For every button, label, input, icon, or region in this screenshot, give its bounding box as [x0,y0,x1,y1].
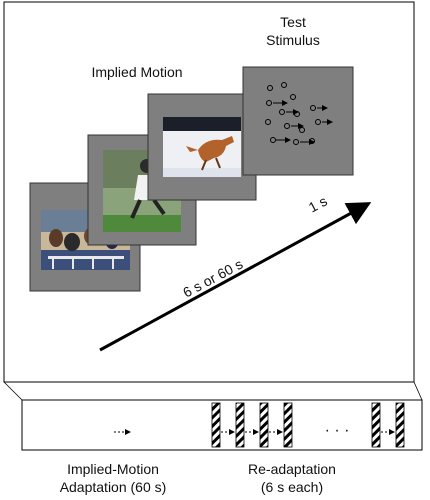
fox-jumping-photo-icon [163,117,241,177]
adaptation-label-line2: Adaptation (60 s) [59,479,167,495]
readaptation-label-line2: (6 s each) [260,479,324,495]
implied-motion-label: Implied Motion [91,64,183,80]
frame-4-test-stimulus [242,66,354,176]
timeline-bar [21,399,423,451]
zoom-line-left [3,381,23,401]
adaptation-label-line1: Implied-Motion [67,461,159,477]
test-stimulus-label-line2: Stimulus [266,32,320,48]
test-stimulus-label-line1: Test [280,14,306,30]
frame-3-fox [147,93,257,201]
readaptation-label-line1: Re-adaptation [248,461,336,477]
readaptation-blocks [211,402,405,448]
time-arrow [99,202,372,352]
zoom-line-right [413,381,423,401]
dot-motion-arrows [273,100,333,145]
main-panel-border [3,1,415,383]
ellipsis-label: · · · [324,422,350,439]
